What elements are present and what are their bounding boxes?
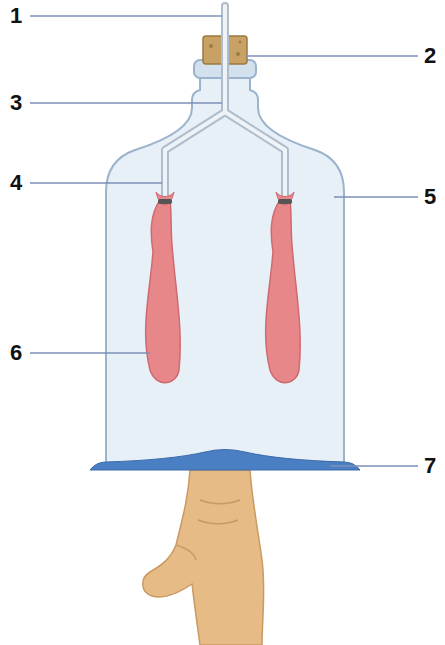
callout-number: 2 <box>424 44 436 68</box>
callout-number: 7 <box>424 454 436 478</box>
balloon-lung-right <box>266 192 301 383</box>
callout-number: 5 <box>424 185 436 209</box>
callout-number: 6 <box>10 341 22 365</box>
leader-lines <box>30 16 418 466</box>
balloon-lung-left <box>146 192 181 383</box>
callout-number: 3 <box>10 91 22 115</box>
rubber-sheet <box>90 450 360 471</box>
hand <box>143 470 264 645</box>
y-tube <box>165 6 285 196</box>
callout-number: 4 <box>10 171 22 195</box>
callout-number: 1 <box>10 4 22 28</box>
bell-jar <box>106 76 344 464</box>
